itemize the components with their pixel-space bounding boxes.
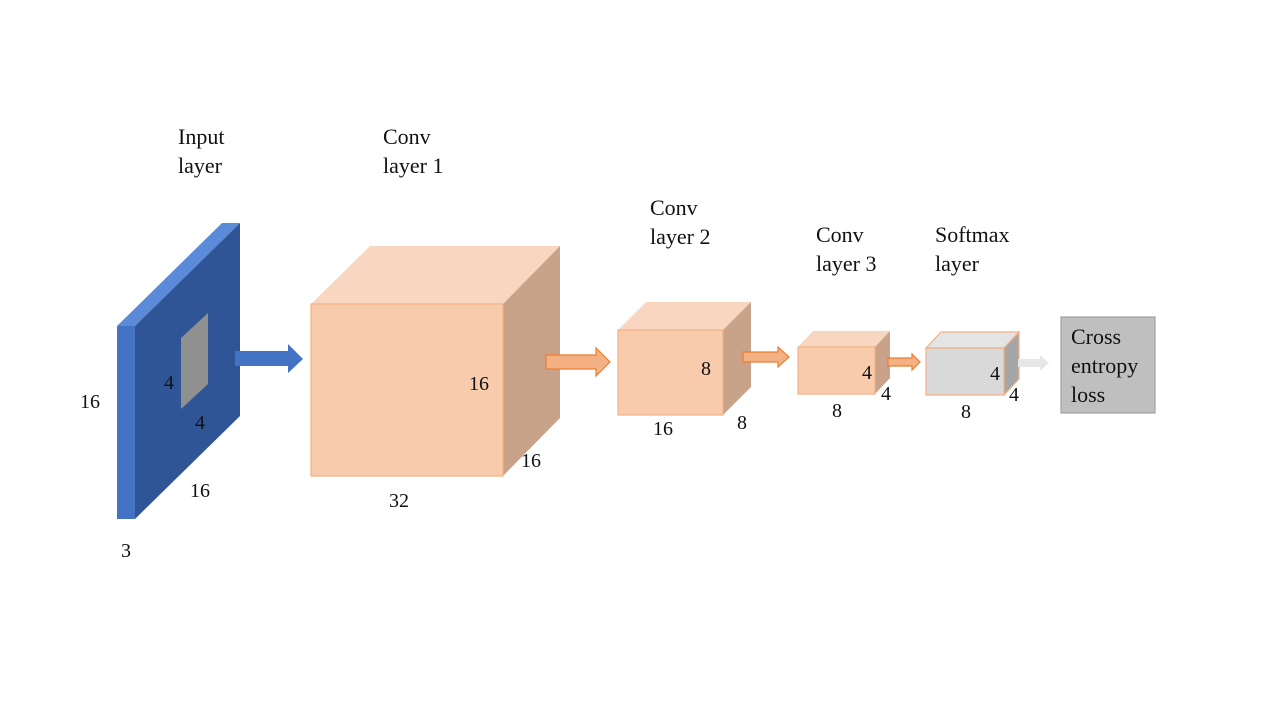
input-patch-dim-h: 4 <box>164 372 174 394</box>
arrow-softmax-to-loss <box>1018 355 1049 371</box>
input-layer-top-face <box>117 223 240 326</box>
input-dim-width: 16 <box>190 480 210 502</box>
loss-label-line1: Cross <box>1071 324 1121 349</box>
arrow-conv1-to-conv2 <box>545 346 611 378</box>
arrow-conv3-to-softmax <box>887 352 921 372</box>
softmax-dim-c: 8 <box>961 401 971 423</box>
conv3-front-face <box>797 346 876 395</box>
input-dim-depth: 3 <box>121 540 131 562</box>
conv1-front-face <box>310 303 504 477</box>
conv1-side-face <box>503 246 560 476</box>
softmax-top-face <box>924 331 1021 349</box>
conv1-dim-a: 16 <box>469 373 489 395</box>
softmax-title-line2: layer <box>935 251 980 276</box>
softmax-dim-b: 4 <box>1009 384 1019 406</box>
conv2-title-line1: Conv <box>650 195 698 220</box>
input-patch-dim-w: 4 <box>195 412 205 434</box>
conv3-dim-a: 4 <box>862 362 872 384</box>
conv2-dim-c: 16 <box>653 418 673 440</box>
conv-layer-3 <box>797 331 890 395</box>
softmax-title-line1: Softmax <box>935 222 1010 247</box>
loss-label-line3: loss <box>1071 382 1105 407</box>
conv2-title-line2: layer 2 <box>650 224 710 249</box>
conv1-title-line2: layer 1 <box>383 153 443 178</box>
input-layer <box>117 223 240 519</box>
conv2-dim-a: 8 <box>701 358 711 380</box>
conv1-top-face <box>311 246 560 304</box>
conv3-dim-c: 8 <box>832 400 842 422</box>
arrow-input-to-conv1 <box>235 344 303 373</box>
cross-entropy-loss-box <box>1060 316 1156 414</box>
softmax-layer <box>924 330 1021 397</box>
loss-label-line2: entropy <box>1071 353 1138 378</box>
arrow-conv2-to-conv3 <box>742 345 790 369</box>
softmax-dim-a: 4 <box>990 363 1000 385</box>
conv1-dim-c: 32 <box>389 490 409 512</box>
conv1-title-line1: Conv <box>383 124 431 149</box>
softmax-front-face <box>925 347 1005 396</box>
conv2-top-face <box>618 302 751 330</box>
conv2-front-face <box>617 329 724 416</box>
conv3-dim-b: 4 <box>881 383 891 405</box>
conv3-side-face <box>875 331 890 394</box>
input-dim-height: 16 <box>80 391 100 413</box>
input-layer-title-line2: layer <box>178 153 223 178</box>
conv-layer-2 <box>617 302 751 416</box>
conv-layer-1 <box>310 246 560 477</box>
input-layer-front-face <box>117 326 135 519</box>
conv3-title-line1: Conv <box>816 222 864 247</box>
input-layer-title-line1: Input <box>178 124 224 149</box>
conv2-side-face <box>723 302 751 415</box>
conv3-top-face <box>798 331 890 347</box>
conv3-title-line2: layer 3 <box>816 251 876 276</box>
input-receptive-patch <box>181 313 208 409</box>
conv1-dim-b: 16 <box>521 450 541 472</box>
conv2-dim-b: 8 <box>737 412 747 434</box>
